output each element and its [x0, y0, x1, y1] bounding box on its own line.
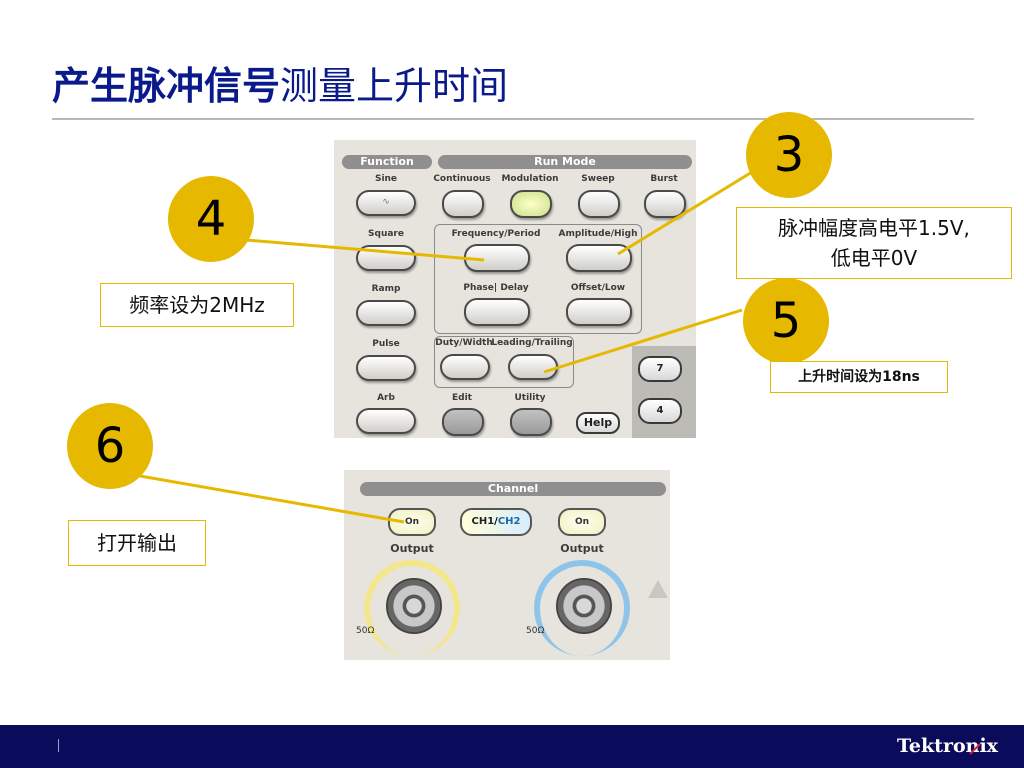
step-4-badge: 4: [168, 176, 254, 262]
param-frame: [434, 224, 642, 334]
label-burst: Burst: [650, 174, 678, 184]
ch1-text: CH1: [471, 516, 495, 527]
amplitude-high-button[interactable]: [566, 244, 632, 272]
step-5-note: 上升时间设为18ns: [770, 361, 948, 393]
warning-icon: [648, 580, 668, 598]
ch1-output-label: Output: [390, 542, 434, 555]
ch1-ch2-toggle[interactable]: CH1/CH2: [460, 508, 532, 536]
tektronix-logo: Tektronix: [896, 735, 998, 757]
step-4-note: 频率设为2MHz: [100, 283, 294, 327]
label-sweep: Sweep: [581, 174, 615, 184]
ch-sep: /: [494, 516, 498, 527]
step-3-note-line1: 脉冲幅度高电平1.5V,: [778, 216, 970, 240]
edit-button[interactable]: [442, 408, 484, 436]
label-offset: Offset/Low: [570, 283, 626, 293]
channel-panel: Channel On CH1/CH2 On Output Output 50Ω …: [344, 470, 670, 660]
label-sine: Sine: [374, 174, 398, 184]
label-modulation: Modulation: [501, 174, 559, 184]
label-amplitude: Amplitude/High: [558, 229, 638, 239]
ch1-arc: [364, 560, 460, 656]
key-4[interactable]: 4: [638, 398, 682, 424]
ch2-arc: [534, 560, 630, 656]
label-arb: Arb: [377, 393, 395, 403]
step-3-badge: 3: [746, 112, 832, 198]
label-frequency: Frequency/Period: [451, 229, 541, 239]
offset-low-button[interactable]: [566, 298, 632, 326]
ch2-on-button[interactable]: On: [558, 508, 606, 536]
title-bold: 产生脉冲信号: [52, 64, 281, 108]
ch2-impedance: 50Ω: [526, 626, 545, 636]
ch1-bnc-connector[interactable]: [386, 578, 442, 634]
runmode-bar: Run Mode: [438, 155, 692, 169]
duty-width-button[interactable]: [440, 354, 490, 380]
sweep-button[interactable]: [578, 190, 620, 218]
square-button[interactable]: [356, 245, 416, 271]
phase-delay-button[interactable]: [464, 298, 530, 326]
front-panel: Function Run Mode Sine ∿ Square Ramp Pul…: [334, 140, 696, 438]
label-pulse: Pulse: [372, 339, 400, 349]
utility-button[interactable]: [510, 408, 552, 436]
ch1-impedance: 50Ω: [356, 626, 375, 636]
step-3-note: 脉冲幅度高电平1.5V, 低电平0V: [736, 207, 1012, 279]
frequency-period-button[interactable]: [464, 244, 530, 272]
ch2-output-label: Output: [560, 542, 604, 555]
key-7[interactable]: 7: [638, 356, 682, 382]
label-utility: Utility: [514, 393, 546, 403]
burst-button[interactable]: [644, 190, 686, 218]
footer-divider: [58, 739, 59, 752]
label-continuous: Continuous: [433, 174, 491, 184]
continuous-button[interactable]: [442, 190, 484, 218]
ch1-on-button[interactable]: On: [388, 508, 436, 536]
label-duty: Duty/Width: [435, 338, 493, 348]
leading-trailing-button[interactable]: [508, 354, 558, 380]
title-divider: [52, 118, 974, 120]
ch2-text: CH2: [497, 516, 521, 527]
ch2-bnc-connector[interactable]: [556, 578, 612, 634]
step-5-badge: 5: [743, 278, 829, 364]
title-rest: 测量上升时间: [280, 64, 509, 108]
step-3-note-line2: 低电平0V: [830, 246, 918, 270]
step-6-note: 打开输出: [68, 520, 206, 566]
page-title: 产生脉冲信号测量上升时间: [52, 62, 508, 110]
label-phase: Phase| Delay: [463, 283, 529, 293]
help-button[interactable]: Help: [576, 412, 620, 434]
sine-wave-icon: ∿: [382, 197, 390, 207]
modulation-button[interactable]: [510, 190, 552, 218]
function-bar: Function: [342, 155, 432, 169]
label-leading: Leading/Trailing: [491, 338, 573, 348]
label-ramp: Ramp: [371, 284, 401, 294]
step-6-badge: 6: [67, 403, 153, 489]
arb-button[interactable]: [356, 408, 416, 434]
pulse-button[interactable]: [356, 355, 416, 381]
channel-bar: Channel: [360, 482, 666, 496]
ramp-button[interactable]: [356, 300, 416, 326]
label-edit: Edit: [452, 393, 472, 403]
sine-button[interactable]: ∿: [356, 190, 416, 216]
footer-bar: [0, 725, 1024, 768]
label-square: Square: [368, 229, 404, 239]
